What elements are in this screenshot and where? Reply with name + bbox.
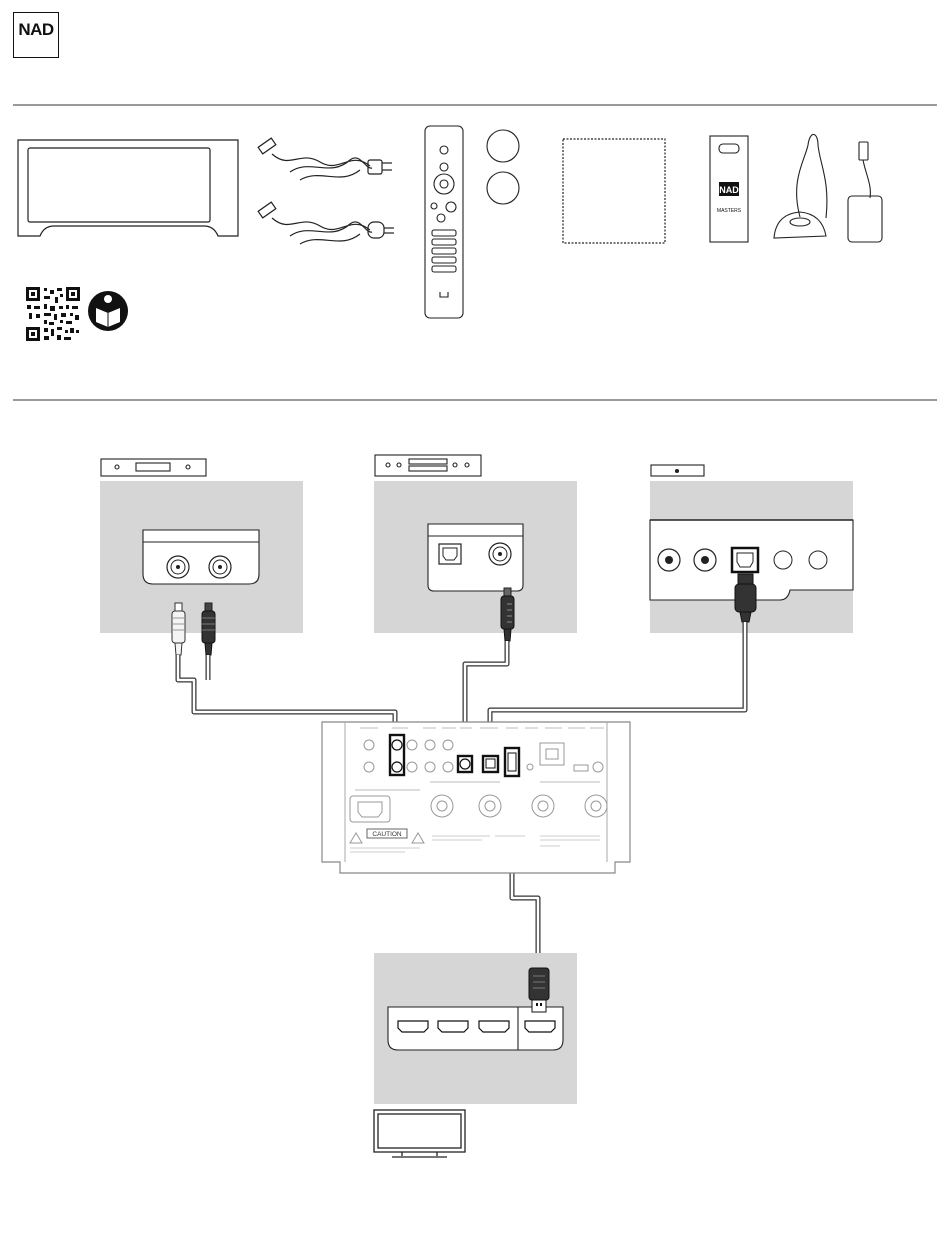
tv-box-source-icon bbox=[651, 465, 704, 476]
caution-label: CAUTION bbox=[372, 831, 402, 838]
read-manual-icon bbox=[88, 291, 128, 331]
wifi-antenna bbox=[848, 142, 882, 242]
power-cord-eu bbox=[258, 202, 394, 244]
qr-code-icon bbox=[26, 287, 80, 341]
turntable-source-icon bbox=[101, 459, 206, 476]
digital-source-panel bbox=[374, 481, 577, 641]
coaxial-port-icon bbox=[489, 543, 511, 565]
amplifier-rear-panel: CAUTION bbox=[322, 722, 630, 873]
remote-control-icon bbox=[425, 126, 463, 318]
power-cord-us bbox=[258, 138, 392, 180]
bluetooth-antenna bbox=[774, 134, 827, 238]
rca-plug-white bbox=[172, 603, 185, 655]
tv-icon bbox=[374, 1110, 465, 1157]
battery-2 bbox=[487, 172, 519, 204]
coaxial-plug bbox=[501, 588, 514, 641]
main-unit-illustration bbox=[18, 140, 238, 236]
masters-tag: NAD MASTERS bbox=[710, 136, 748, 242]
optical-source-panel bbox=[650, 481, 853, 633]
battery-1 bbox=[487, 130, 519, 162]
rca-plug-black bbox=[202, 603, 215, 655]
tv-hdmi-panel bbox=[374, 953, 577, 1104]
cleaning-cloth bbox=[563, 139, 665, 243]
tag-logo-text: NAD bbox=[719, 185, 739, 195]
cd-player-source-icon bbox=[375, 455, 481, 476]
tag-masters-text: MASTERS bbox=[717, 208, 742, 214]
analog-source-panel bbox=[100, 481, 303, 655]
optical-port-icon bbox=[439, 544, 461, 564]
hdmi-plug bbox=[529, 968, 549, 1012]
